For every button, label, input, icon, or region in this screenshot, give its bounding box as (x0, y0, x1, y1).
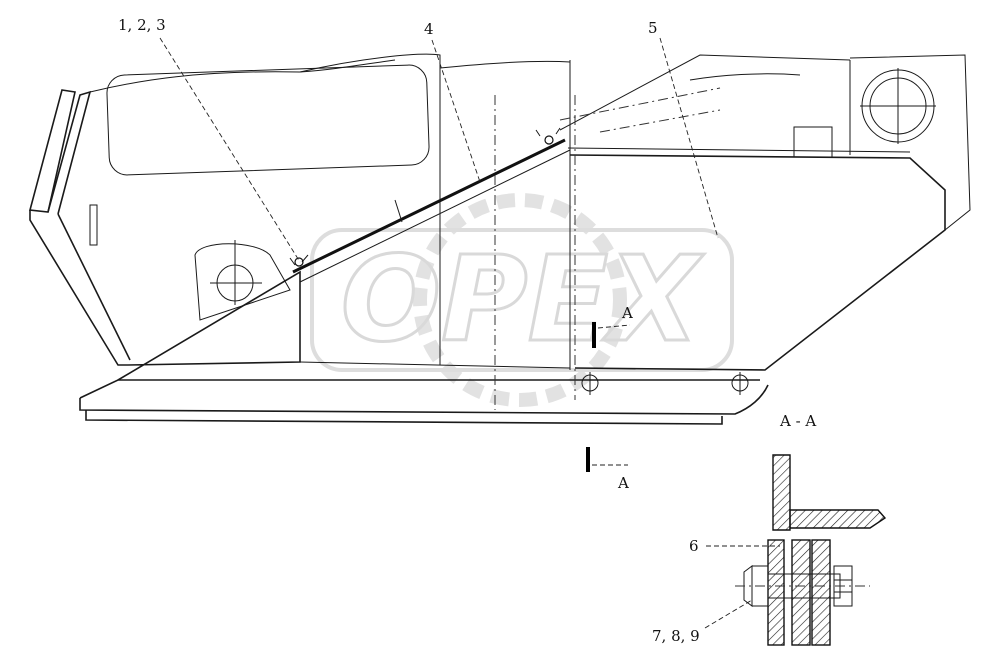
inclined-cover (289, 127, 571, 283)
section-marker-upper-label: A (621, 304, 633, 322)
callout-part-5: 5 (648, 19, 658, 37)
callout-parts-1-2-3: 1, 2, 3 (118, 16, 166, 34)
section-marker-lower-label: A (617, 474, 629, 492)
callout-parts-7-8-9: 7, 8, 9 (652, 627, 700, 645)
section-marker-lower: A (586, 447, 629, 492)
watermark-text: OPEX (341, 230, 704, 368)
section-view-title: A - A (779, 412, 816, 430)
watermark-logo: OPEX (310, 193, 734, 407)
callout-part-6: 6 (689, 537, 699, 555)
pivot-bracket (194, 240, 291, 321)
callout-leaders (159, 37, 780, 629)
side-housing (559, 54, 971, 395)
callout-part-4: 4 (424, 20, 434, 38)
section-view-detail (735, 454, 887, 646)
center-lines (494, 87, 721, 410)
section-marker-upper: A (592, 304, 633, 348)
base-plate (79, 379, 769, 425)
